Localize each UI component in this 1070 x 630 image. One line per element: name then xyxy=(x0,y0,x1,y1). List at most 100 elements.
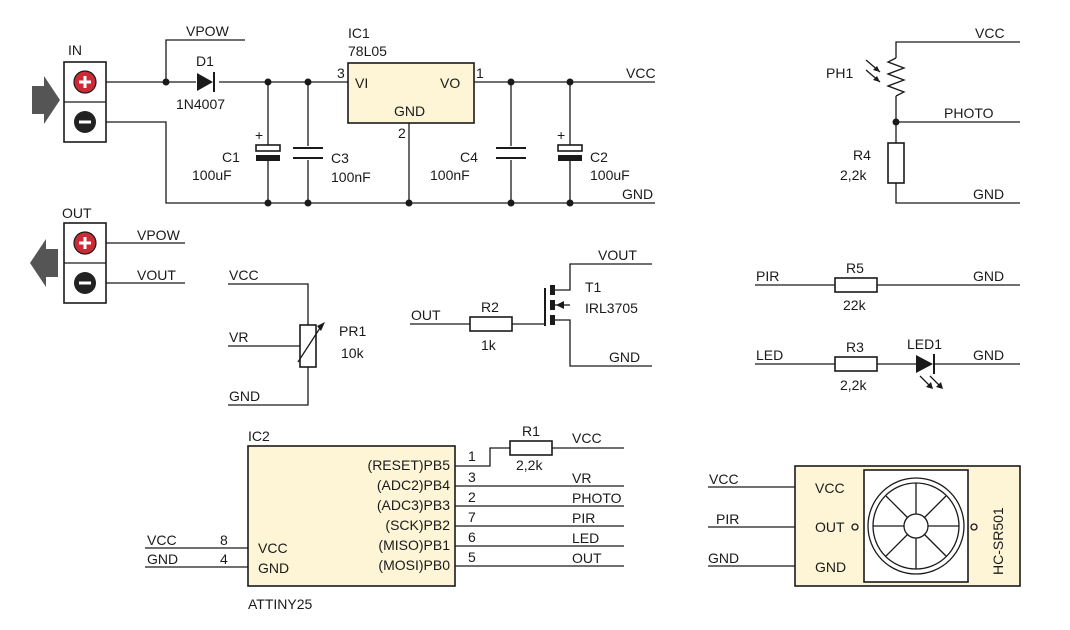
c1-value: 100uF xyxy=(192,167,232,183)
d1-ref: D1 xyxy=(196,53,214,69)
arrow-left-icon xyxy=(30,239,58,287)
plus-terminal-icon xyxy=(73,231,97,255)
net-label-out-ic2: OUT xyxy=(572,550,602,566)
net-label-gnd-fet: GND xyxy=(609,349,640,365)
ph1-ref: PH1 xyxy=(826,65,853,81)
net-label-vcc-ic2: VCC xyxy=(147,532,177,548)
c2-value: 100uF xyxy=(590,167,630,183)
t1-ref: T1 xyxy=(585,279,602,295)
ic1-pin-num-gnd: 2 xyxy=(398,125,406,141)
net-label-led-ic2: LED xyxy=(572,530,599,546)
junction-dots xyxy=(162,78,900,207)
net-label-vcc-pir: VCC xyxy=(709,471,739,487)
plus-terminal-icon xyxy=(73,70,97,94)
ic2-pin-num: 2 xyxy=(468,489,476,505)
ic2-pin-gnd: GND xyxy=(258,560,289,576)
r2-ref: R2 xyxy=(481,299,499,315)
capacitor-c3: C3 100nF xyxy=(293,147,371,185)
input-connector: IN xyxy=(32,42,107,143)
net-label-out-fet: OUT xyxy=(411,307,441,323)
ic2-pin-vcc: VCC xyxy=(258,540,288,556)
ic1-ref: IC1 xyxy=(348,25,370,41)
net-label-led: LED xyxy=(756,347,783,363)
ic1-pin-num-out: 1 xyxy=(476,65,484,81)
ic2-pin-num-gnd: 4 xyxy=(220,551,228,567)
input-connector-label: IN xyxy=(68,42,82,58)
diode-d1: D1 1N4007 xyxy=(176,53,225,112)
ic1-pin-num-in: 3 xyxy=(337,65,345,81)
ic1-pin-gnd: GND xyxy=(394,103,425,119)
ic2-pin-label: (SCK)PB2 xyxy=(385,517,450,533)
pr1-value: 10k xyxy=(341,345,365,361)
c3-ref: C3 xyxy=(331,150,349,166)
pir-pin-out: OUT xyxy=(815,519,845,535)
net-label-vcc-photo: VCC xyxy=(975,25,1005,41)
regulator-ic1: IC1 78L05 VI VO GND 3 1 2 xyxy=(337,25,484,141)
t1-value: IRL3705 xyxy=(585,300,638,316)
pr1-ref: PR1 xyxy=(339,323,366,339)
pir-module-name: HC-SR501 xyxy=(990,507,1006,575)
minus-terminal-icon xyxy=(74,272,96,294)
ic2-pin-label: (MISO)PB1 xyxy=(378,537,450,553)
ic2-pin-num: 5 xyxy=(468,549,476,565)
pir-pin-vcc: VCC xyxy=(815,480,845,496)
net-label-gnd-ic2: GND xyxy=(147,551,178,567)
ic1-pin-vi: VI xyxy=(355,75,368,91)
led1-ref: LED1 xyxy=(907,336,942,352)
ic2-pin-num: 3 xyxy=(468,469,476,485)
ic1-value: 78L05 xyxy=(348,43,387,59)
r5-ref: R5 xyxy=(846,260,864,276)
c3-value: 100nF xyxy=(331,169,371,185)
pir-module: VCC PIR GND VCC OUT GND HC-SR501 xyxy=(708,465,1021,587)
net-label-gnd-supply: GND xyxy=(622,186,653,202)
r4-ref: R4 xyxy=(853,147,871,163)
ic2-pin-num: 1 xyxy=(468,448,476,464)
d1-value: 1N4007 xyxy=(176,96,225,112)
capacitor-c4: C4 100nF xyxy=(430,147,526,183)
net-label-pir-pir: PIR xyxy=(716,511,739,527)
r2-value: 1k xyxy=(481,337,497,353)
light-arrows-icon xyxy=(865,59,881,83)
net-label-pir-ic2: PIR xyxy=(572,510,595,526)
arrow-right-icon xyxy=(32,76,60,124)
net-label-vcc-supply: VCC xyxy=(626,65,656,81)
pir-pulldown-r5: PIR GND R5 22k xyxy=(755,260,1020,313)
capacitor-c2: + C2 100uF xyxy=(557,127,630,183)
ic1-pin-vo: VO xyxy=(440,75,460,91)
ic2-pin-label: (ADC2)PB4 xyxy=(377,477,450,493)
net-label-vout-out: VOUT xyxy=(137,267,176,283)
minus-terminal-icon xyxy=(74,111,96,133)
ic2-pin-num-vcc: 8 xyxy=(220,532,228,548)
r1-value: 2,2k xyxy=(516,457,543,473)
c1-polarity: + xyxy=(255,127,263,143)
net-label-vpow-top: VPOW xyxy=(186,23,230,39)
net-label-photo-ic2: PHOTO xyxy=(572,490,622,506)
c2-ref: C2 xyxy=(590,149,608,165)
capacitor-c1: + C1 100uF xyxy=(192,127,281,183)
r3-ref: R3 xyxy=(846,339,864,355)
net-label-vpow-out: VPOW xyxy=(137,227,181,243)
net-label-gnd-pot: GND xyxy=(229,388,260,404)
ic2-pin-label: (ADC3)PB3 xyxy=(377,497,450,513)
photo-divider: VCC PHOTO GND PH1 R4 2,2k xyxy=(826,25,1020,204)
net-label-gnd-pir: GND xyxy=(708,550,739,566)
net-label-photo: PHOTO xyxy=(944,105,994,121)
net-label-gnd-led: GND xyxy=(973,347,1004,363)
ic2-value: ATTINY25 xyxy=(248,596,313,612)
ic2-ref: IC2 xyxy=(248,428,270,444)
led-emission-arrows-icon xyxy=(919,375,943,389)
r4-value: 2,2k xyxy=(840,167,867,183)
fresnel-lens-icon xyxy=(863,469,969,583)
microcontroller-ic2: IC2 ATTINY25 VCC GND 8 4 VCC GND (RESET)… xyxy=(145,423,624,612)
c2-polarity: + xyxy=(557,127,565,143)
c1-ref: C1 xyxy=(222,149,240,165)
ic2-pin-label: (RESET)PB5 xyxy=(368,457,451,473)
net-label-vout-fet: VOUT xyxy=(598,247,637,263)
r5-value: 22k xyxy=(843,297,867,313)
ic2-pin-num: 7 xyxy=(468,509,476,525)
net-label-vr-pot: VR xyxy=(229,329,248,345)
led-circuit: LED GND R3 2,2k LED1 xyxy=(755,336,1020,393)
pir-pin-gnd: GND xyxy=(815,559,846,575)
net-label-gnd-photo: GND xyxy=(973,186,1004,202)
